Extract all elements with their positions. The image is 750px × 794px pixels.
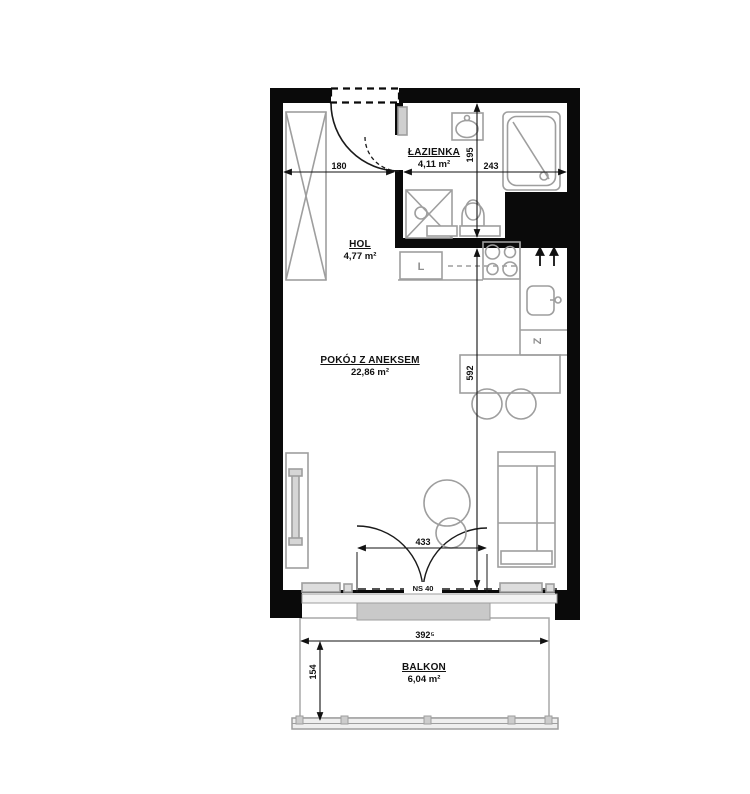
wardrobe <box>285 111 327 281</box>
door-code-label: NS 40 <box>413 584 434 593</box>
entrance-opening <box>329 87 401 104</box>
bathroom-walls <box>395 103 567 248</box>
radiator-left <box>301 582 353 593</box>
dishwasher-letter: Z <box>532 337 544 344</box>
door-code-bg <box>404 582 442 593</box>
dining-table <box>459 354 561 394</box>
room-label-balcony: BALKON 6,04 m² <box>402 662 446 685</box>
exterior-walls <box>270 88 580 620</box>
dim-label-room-depth: 592 <box>465 365 475 380</box>
svg-text:BALKON: BALKON <box>402 662 446 673</box>
dim-label-balcony-width: 392⁵ <box>415 630 434 640</box>
bed <box>497 451 556 568</box>
dim-label-balcony-door: 433 <box>415 537 430 547</box>
svg-text:22,86 m²: 22,86 m² <box>351 367 389 378</box>
dim-label-bathroom-width: 243 <box>483 161 498 171</box>
round-table <box>423 479 471 527</box>
fridge <box>399 251 443 280</box>
fridge-letter: L <box>418 261 425 273</box>
balcony-door-threshold <box>356 602 491 621</box>
vent-arrows <box>535 245 559 266</box>
dim-label-hol-width: 180 <box>331 161 346 171</box>
svg-text:4,11 m²: 4,11 m² <box>418 159 450 170</box>
svg-text:ŁAZIENKA: ŁAZIENKA <box>408 147 460 158</box>
chair <box>471 388 503 420</box>
desk-unit <box>285 452 309 569</box>
bathtub <box>502 111 561 191</box>
dim-label-bathroom-depth: 195 <box>465 147 475 162</box>
balcony-railing <box>291 715 559 730</box>
svg-text:4,77 m²: 4,77 m² <box>344 251 377 262</box>
room-label-bathroom: ŁAZIENKA 4,11 m² <box>408 147 460 170</box>
kitchen-sink <box>526 285 562 316</box>
svg-text:POKÓJ Z ANEKSEM: POKÓJ Z ANEKSEM <box>320 353 419 366</box>
washbasin <box>451 112 484 141</box>
svg-text:HOL: HOL <box>349 239 371 250</box>
bathroom-vanity <box>426 225 501 237</box>
room-label-hall: HOL 4,77 m² <box>344 239 377 262</box>
duct-shaft <box>505 192 567 238</box>
bathroom-door-arc <box>364 136 400 172</box>
radiator-entry <box>397 106 408 136</box>
radiator-right <box>499 582 555 593</box>
dim-label-balcony-depth: 154 <box>308 664 318 679</box>
window-band <box>301 593 558 621</box>
toilet <box>461 199 485 227</box>
chair <box>505 388 537 420</box>
svg-text:6,04 m²: 6,04 m² <box>408 674 441 685</box>
cooktop <box>482 241 521 280</box>
room-label-main-room: POKÓJ Z ANEKSEM 22,86 m² <box>320 353 419 378</box>
